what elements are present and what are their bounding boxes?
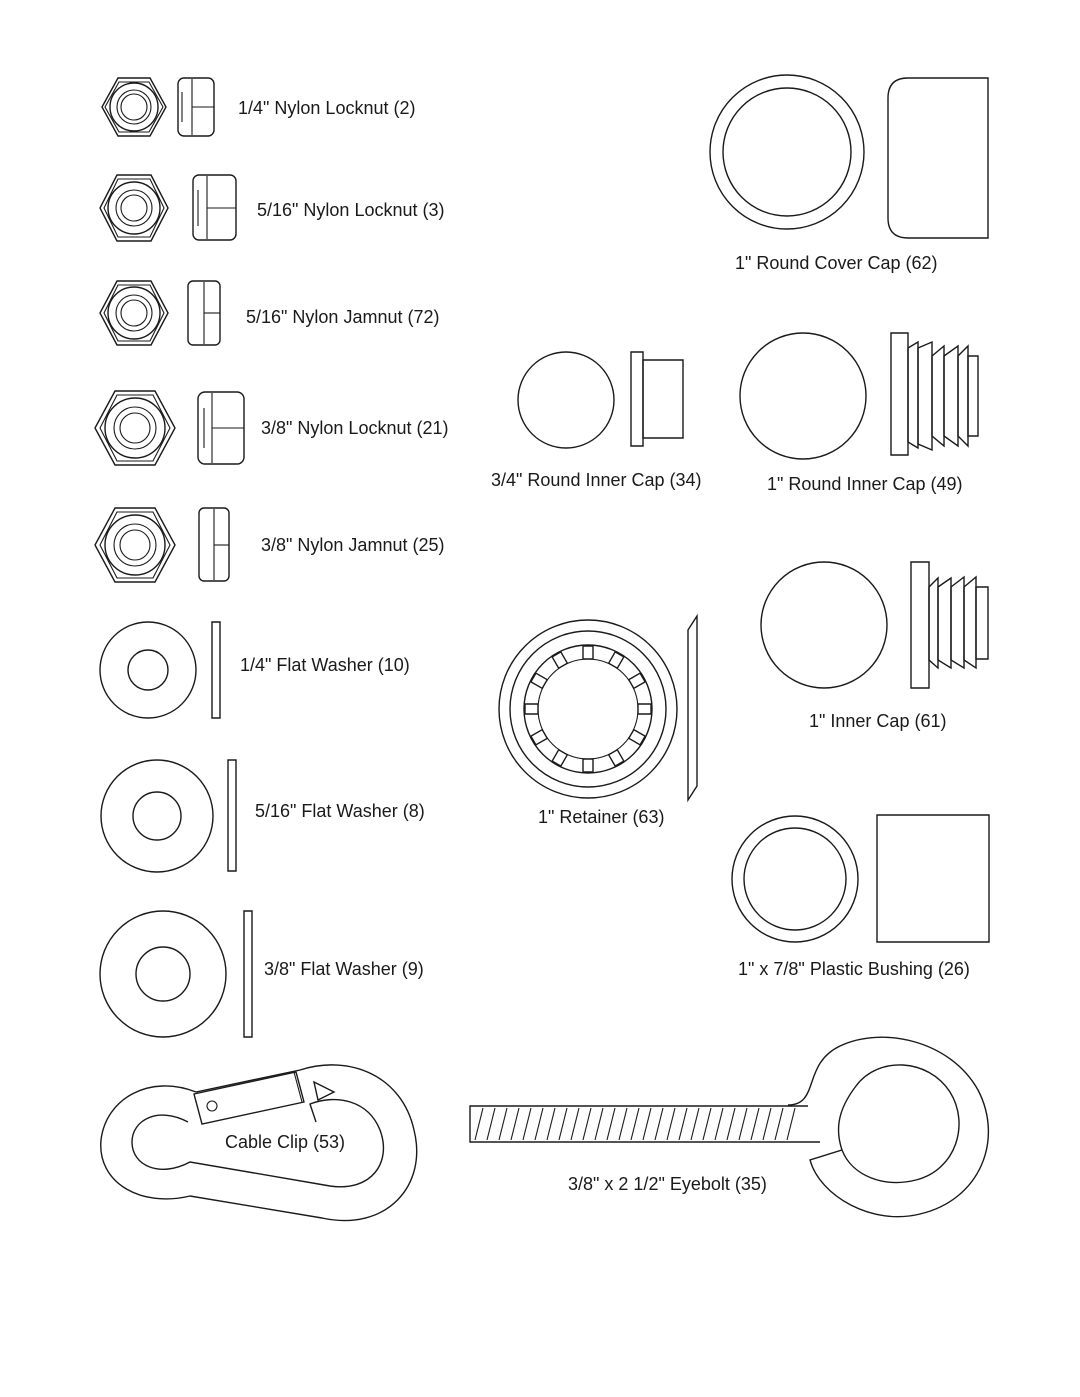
round-cover-cap-1-label: 1" Round Cover Cap (62) <box>735 253 938 273</box>
nylon-locknut-1-4-drawing <box>102 78 214 136</box>
inner-cap-1-label: 1" Inner Cap (61) <box>809 711 946 731</box>
retainer-1-label: 1" Retainer (63) <box>538 807 664 827</box>
flat-washer-1-4-label: 1/4" Flat Washer (10) <box>240 655 410 675</box>
thread-line <box>667 1108 675 1140</box>
retainer-tab <box>583 646 593 659</box>
thread-line <box>583 1108 591 1140</box>
nylon-jamnut-3-8-label: 3/8" Nylon Jamnut (25) <box>261 535 444 555</box>
thread-line <box>595 1108 603 1140</box>
nylon-locknut-5-16-label: 5/16" Nylon Locknut (3) <box>257 200 445 220</box>
nylon-locknut-5-16-drawing <box>100 175 236 241</box>
thread-line <box>535 1108 543 1140</box>
retainer-tab <box>609 750 624 766</box>
flat-washer-5-16-label: 5/16" Flat Washer (8) <box>255 801 425 821</box>
round-inner-cap-3-4-label: 3/4" Round Inner Cap (34) <box>491 470 702 490</box>
thread-line <box>487 1108 495 1140</box>
retainer-1-drawing <box>499 616 697 800</box>
thread-line <box>703 1108 711 1140</box>
thread-line <box>475 1108 483 1140</box>
cable-clip-label: Cable Clip (53) <box>225 1132 345 1152</box>
thread-line <box>727 1108 735 1140</box>
thread-line <box>559 1108 567 1140</box>
retainer-tab <box>552 652 567 668</box>
retainer-tab <box>629 730 645 745</box>
thread-line <box>715 1108 723 1140</box>
thread-line <box>655 1108 663 1140</box>
flat-washer-3-8-drawing <box>100 911 252 1037</box>
cable-clip-drawing <box>101 1065 417 1221</box>
thread-line <box>571 1108 579 1140</box>
plastic-bushing-drawing <box>732 815 989 942</box>
thread-line <box>619 1108 627 1140</box>
thread-line <box>751 1108 759 1140</box>
flat-washer-3-8-label: 3/8" Flat Washer (9) <box>264 959 424 979</box>
retainer-tab <box>531 673 547 688</box>
retainer-tab <box>638 704 651 714</box>
eyebolt-drawing <box>470 1037 988 1216</box>
thread-line <box>523 1108 531 1140</box>
thread-line <box>511 1108 519 1140</box>
round-cover-cap-1-drawing <box>710 75 988 238</box>
thread-line <box>739 1108 747 1140</box>
thread-line <box>679 1108 687 1140</box>
nylon-jamnut-3-8-drawing <box>95 508 229 582</box>
nylon-locknut-3-8-label: 3/8" Nylon Locknut (21) <box>261 418 449 438</box>
nylon-jamnut-5-16-drawing <box>100 281 220 345</box>
eyebolt-threads <box>475 1108 795 1140</box>
round-inner-cap-1-label: 1" Round Inner Cap (49) <box>767 474 963 494</box>
round-inner-cap-3-4-drawing <box>518 352 683 448</box>
nylon-locknut-3-8-drawing <box>95 391 244 465</box>
nylon-locknut-1-4-label: 1/4" Nylon Locknut (2) <box>238 98 415 118</box>
nylon-jamnut-5-16-label: 5/16" Nylon Jamnut (72) <box>246 307 439 327</box>
thread-line <box>691 1108 699 1140</box>
thread-line <box>499 1108 507 1140</box>
thread-line <box>643 1108 651 1140</box>
retainer-tab <box>609 652 624 668</box>
flat-washer-1-4-drawing <box>100 622 220 718</box>
thread-line <box>547 1108 555 1140</box>
plastic-bushing-label: 1" x 7/8" Plastic Bushing (26) <box>738 959 970 979</box>
retainer-tab <box>531 730 547 745</box>
flat-washer-5-16-drawing <box>101 760 236 872</box>
retainer-tab <box>552 750 567 766</box>
round-inner-cap-1-drawing <box>740 333 978 459</box>
thread-line <box>775 1108 783 1140</box>
retainer-tab <box>629 673 645 688</box>
eyebolt-label: 3/8" x 2 1/2" Eyebolt (35) <box>568 1174 767 1194</box>
thread-line <box>763 1108 771 1140</box>
retainer-tab <box>583 759 593 772</box>
thread-line <box>631 1108 639 1140</box>
inner-cap-1-drawing <box>761 562 988 688</box>
thread-line <box>607 1108 615 1140</box>
retainer-tabs <box>525 646 651 772</box>
thread-line <box>787 1108 795 1140</box>
retainer-tab <box>525 704 538 714</box>
